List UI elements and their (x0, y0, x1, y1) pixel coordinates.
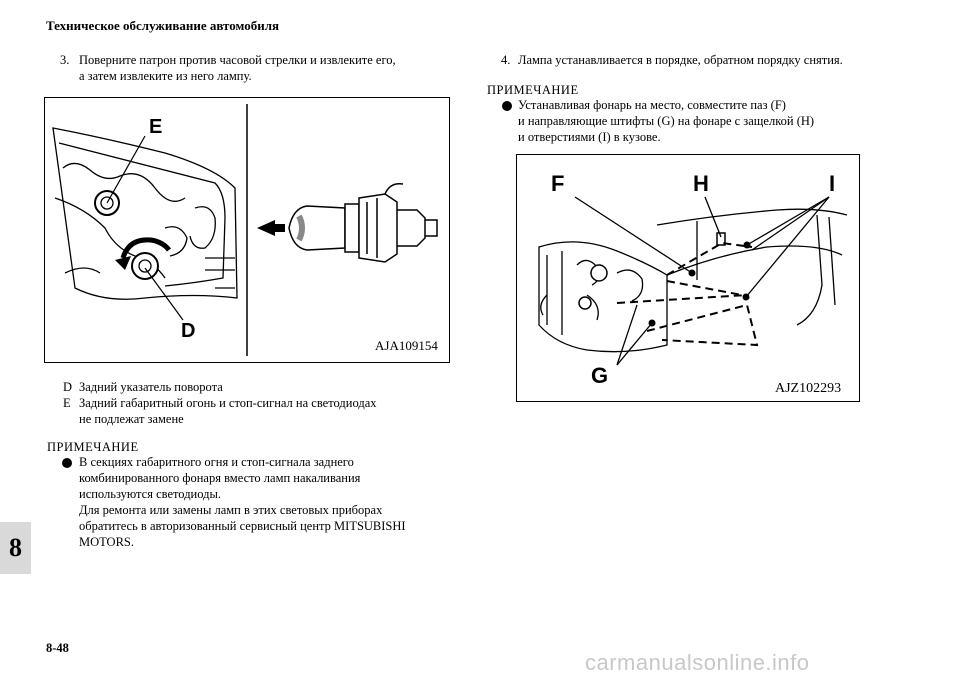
note-right-line-3: и отверстиями (I) в кузове. (518, 130, 661, 144)
bullet-icon (502, 101, 512, 111)
note-left-line-2: комбинированного фонаря вместо ламп нака… (79, 471, 361, 485)
note-left-line-4: Для ремонта или замены ламп в этих свето… (79, 503, 383, 517)
step-3-line-1: Поверните патрон против часовой стрелки … (79, 53, 396, 67)
bullet-icon (62, 458, 72, 468)
note-left-line-3: используются светодиоды. (79, 487, 222, 501)
callout-e: E (149, 116, 163, 138)
step-4-number: 4. (501, 53, 511, 67)
legend-text-e-line-2: не подлежат замене (79, 412, 184, 426)
chapter-tab: 8 (0, 522, 31, 574)
step-4-text: Лампа устанавливается в порядке, обратно… (518, 53, 843, 67)
callout-g: G (591, 363, 609, 388)
figure-code: AJA109154 (375, 338, 438, 353)
lamp-installation-illustration (538, 196, 848, 366)
watermark: carmanualsonline.info (585, 650, 810, 675)
note-right-line-2: и направляющие штифты (G) на фонаре с за… (518, 114, 815, 128)
note-left-line-1: В секциях габаритного огня и стоп-сигнал… (79, 455, 354, 469)
page-header: Техническое обслуживание автомобиля (46, 18, 280, 33)
legend-text-d: Задний указатель поворота (79, 380, 223, 394)
note-right-line-1: Устанавливая фонарь на место, совместите… (518, 98, 786, 112)
note-title-right: ПРИМЕЧАНИЕ (487, 83, 579, 97)
step-3-line-2: а затем извлеките из него лампу. (79, 69, 252, 83)
callout-i: I (829, 171, 836, 196)
callout-h: H (693, 171, 709, 196)
step-3-number: 3. (60, 53, 70, 67)
callout-f: F (551, 171, 565, 196)
legend-key-e: E (63, 396, 71, 410)
figure-lamp-installation: F H I G AJZ102293 (516, 154, 860, 402)
page-number: 8-48 (46, 641, 69, 655)
note-title-left: ПРИМЕЧАНИЕ (47, 440, 139, 454)
figure-code: AJZ102293 (775, 381, 842, 396)
legend-key-d: D (63, 380, 73, 394)
note-left-line-5: обратитесь в авторизованный сервисный це… (79, 519, 406, 533)
legend-text-e-line-1: Задний габаритный огонь и стоп-сигнал на… (79, 396, 377, 410)
callout-d: D (181, 320, 196, 342)
figure-bulb-removal: E D AJA109154 (44, 97, 450, 363)
bulb-removal-illustration (52, 104, 438, 356)
note-left-line-6: MOTORS. (79, 535, 134, 549)
